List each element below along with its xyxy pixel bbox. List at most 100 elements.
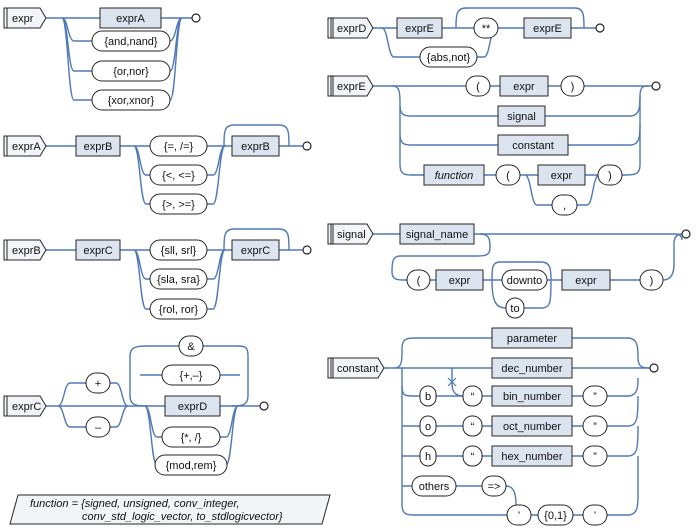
terminal-others-text: others (419, 481, 450, 493)
nonterminal-dec-number (491, 357, 573, 379)
rule-label-exprB (3, 239, 47, 261)
nonterminal-expr-paren-text: expr (513, 81, 535, 93)
terminal-oct-open-quote (462, 415, 483, 437)
nonterminal-exprB-text: exprB (84, 141, 113, 153)
terminal-oct-close-quote (582, 415, 608, 437)
terminal-gt-ge-text: {>, >=} (162, 199, 195, 211)
nonterminal-exprE-second-text: exprE (533, 23, 562, 35)
nonterminal-signal-name (399, 223, 475, 245)
function-note-box (9, 494, 331, 525)
terminal-abs-not (419, 46, 478, 68)
rule-label-exprC-text: exprC (12, 401, 41, 413)
terminal-function-lparen-text: ( (506, 170, 510, 182)
nonterminal-hex-number-text: hex_number (501, 451, 562, 463)
terminal-power (473, 17, 499, 39)
function-note: function = {signed, unsigned, conv_integ… (9, 494, 331, 525)
terminal-signal-rparen (639, 269, 664, 291)
nonterminal-dec-number-text: dec_number (501, 363, 562, 375)
rule-end-exprA (302, 141, 312, 151)
terminal-gt-ge (149, 193, 208, 215)
nonterminal-signal-expr2 (561, 269, 611, 291)
rule-exprE: exprE ( expr ) signal constant function … (327, 75, 661, 216)
rule-label-constant-text: constant (337, 363, 379, 375)
terminal-to-text: to (510, 303, 519, 315)
terminal-bin-close-quote-text: ” (593, 391, 597, 403)
terminal-mul-div-text: {*, /} (181, 432, 202, 444)
rule-exprC: exprC + – & {+,–} exprD {*, /} {mod,rem} (3, 335, 269, 476)
terminal-concat-text: & (187, 341, 195, 353)
rule-label-signal-text: signal (337, 229, 366, 241)
terminal-plus-minus-text: {+,–} (180, 370, 203, 382)
terminal-minus-sign (85, 416, 111, 438)
nonterminal-exprE (396, 17, 443, 39)
terminal-mul-div (161, 426, 221, 448)
nonterminal-exprA-text: exprA (116, 13, 145, 25)
terminal-hex-open-quote (462, 445, 483, 467)
nonterminal-bin-number (491, 385, 573, 407)
nonterminal-oct-number-text: oct_number (503, 421, 561, 433)
terminal-plus-sign (85, 372, 111, 394)
rule-end-signal (681, 229, 691, 239)
rule-label-expr (3, 7, 47, 29)
terminal-bits-text: {0,1} (544, 510, 567, 522)
terminal-power-text: ** (482, 23, 491, 35)
terminal-mod-rem-text: {mod,rem} (166, 460, 217, 472)
nonterminal-bin-number-text: bin_number (503, 391, 561, 403)
terminal-downto (501, 269, 548, 291)
nonterminal-exprA (99, 7, 162, 29)
terminal-signal-lparen-text: ( (417, 275, 421, 287)
terminal-sla-sra-text: {sla, sra} (157, 274, 200, 286)
terminal-tick-open-text: ’ (518, 510, 520, 522)
rule-expr: expr exprA {and,nand} {or,nor} {xor,xnor… (3, 7, 201, 111)
terminal-h (419, 445, 437, 467)
terminal-comma (551, 194, 578, 216)
terminal-xor-xnor (91, 89, 171, 111)
nonterminal-exprC-text: exprC (83, 245, 112, 257)
terminal-oct-close-quote-text: ” (593, 421, 597, 433)
nonterminal-oct-number (491, 415, 573, 437)
nonterminal-expr-paren (499, 75, 549, 97)
terminal-function-lparen (495, 164, 521, 186)
nonterminal-signal-expr1 (435, 269, 484, 291)
terminal-rol-ror (149, 298, 208, 320)
terminal-plus-sign-text: + (95, 378, 101, 390)
terminal-and-nand-text: {and,nand} (104, 36, 158, 48)
nonterminal-exprD-text: exprD (178, 401, 207, 413)
nonterminal-signal-text: signal (507, 111, 536, 123)
nonterminal-exprB-second-text: exprB (241, 141, 270, 153)
rule-exprA: exprA exprB {=, /=} {<, <=} {>, >=} expr… (3, 124, 312, 215)
rule-label-exprA (3, 135, 47, 157)
rule-end-exprE (651, 81, 661, 91)
rule-label-exprE (327, 75, 374, 97)
nonterminal-signal-expr2-text: expr (575, 275, 597, 287)
terminal-arrow-text: => (488, 481, 501, 493)
rule-exprB: exprB exprC {sll, srl} {sla, sra} {rol, … (3, 228, 312, 320)
nonterminal-function-expr-text: expr (551, 170, 573, 182)
rule-end-exprD (595, 23, 605, 33)
terminal-lparen (465, 75, 491, 97)
rule-label-expr-text: expr (12, 13, 34, 25)
terminal-plus-minus (161, 364, 221, 386)
rule-label-exprE-text: exprE (337, 81, 366, 93)
rule-end-exprC (259, 401, 269, 411)
rule-end-expr (191, 13, 201, 23)
terminal-o-text: o (425, 421, 431, 433)
terminal-downto-text: downto (507, 275, 542, 287)
terminal-eq-neq (149, 135, 208, 157)
nonterminal-signal-name-text: signal_name (406, 229, 468, 241)
terminal-o (419, 415, 437, 437)
terminal-bin-open-quote (462, 385, 483, 407)
terminal-tick-close (582, 504, 608, 526)
terminal-function-rparen-text: ) (608, 170, 612, 182)
nonterminal-function-text: function (435, 170, 474, 182)
nonterminal-exprB (75, 135, 121, 157)
terminal-concat (178, 335, 204, 357)
terminal-lt-le (149, 164, 208, 186)
terminal-sll-srl-text: {sll, srl} (161, 245, 197, 257)
terminal-signal-rparen-text: ) (650, 275, 654, 287)
terminal-b-text: b (425, 391, 431, 403)
rule-label-exprD (327, 17, 374, 39)
terminal-b (419, 385, 437, 407)
